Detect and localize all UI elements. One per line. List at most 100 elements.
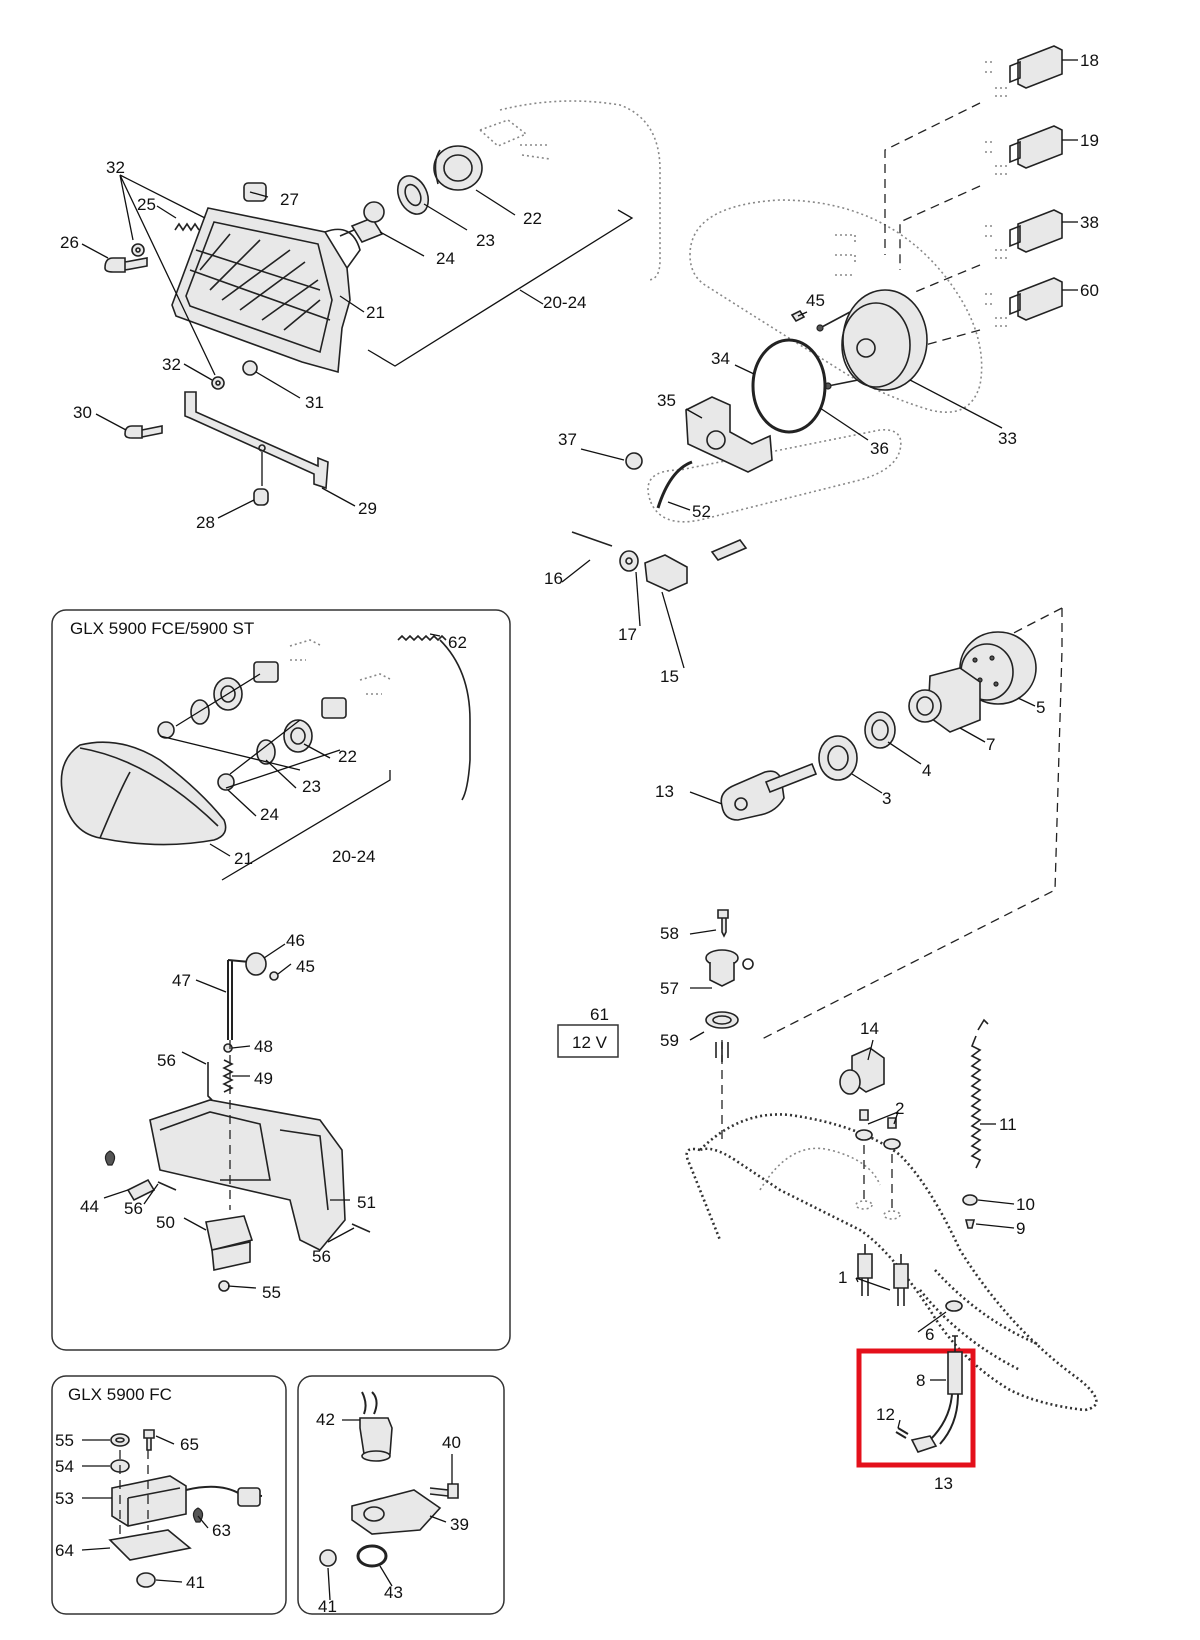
nut-4: [864, 711, 896, 749]
gauge-group: [571, 45, 1063, 592]
adjuster-50: [205, 1215, 254, 1251]
label-23: 23: [476, 231, 495, 250]
label-26: 26: [60, 233, 79, 252]
label-12: 12: [876, 1405, 895, 1424]
label-58: 58: [660, 924, 679, 943]
ignition-switch-7: [908, 667, 981, 733]
right-small-leaders: [327, 1419, 453, 1601]
label-62: 62: [448, 633, 467, 652]
label-35: 35: [657, 391, 676, 410]
label-13: 13: [934, 1474, 953, 1493]
label-24: 24: [436, 249, 455, 268]
label-37: 37: [558, 430, 577, 449]
pin-16: [571, 531, 613, 547]
label-41: 41: [318, 1597, 337, 1616]
headlight-group: [104, 100, 661, 506]
fce-leaders: [103, 633, 441, 1289]
connectors-1: [857, 1244, 909, 1306]
label-24: 24: [260, 805, 279, 824]
label-13: 13: [655, 782, 674, 801]
adjuster-spring-25: [174, 222, 200, 232]
label-14: 14: [860, 1019, 879, 1038]
clip-27: [243, 182, 267, 202]
switch-19: [985, 125, 1063, 175]
bezel-3: [818, 735, 858, 781]
rubber-cap-22: [433, 145, 483, 191]
bracket-line-20-24: [367, 209, 634, 367]
label-22: 22: [523, 209, 542, 228]
label-21: 21: [366, 303, 385, 322]
nut-41: [136, 1572, 156, 1588]
label-41: 41: [186, 1573, 205, 1592]
fuse-holder-8: [947, 1351, 963, 1395]
fc-leaders: [81, 1435, 209, 1583]
label-19: 19: [1080, 131, 1099, 150]
bracket-39: [351, 1489, 442, 1535]
bracket-35: [685, 396, 773, 473]
label-50: 50: [156, 1213, 175, 1232]
label-49: 49: [254, 1069, 273, 1088]
label-11: 11: [999, 1115, 1017, 1134]
panel-title: GLX 5900 FC: [68, 1385, 172, 1404]
label-9: 9: [1016, 1219, 1025, 1238]
washer-17: [619, 550, 639, 572]
connector-13: [910, 1435, 938, 1453]
retaining-ring-23: [396, 175, 430, 215]
label-45: 45: [806, 291, 825, 310]
label-61: 61: [590, 1005, 609, 1024]
screw-65: [143, 1429, 155, 1451]
label-20-24: 20-24: [332, 847, 375, 866]
highlight-box: [856, 1348, 976, 1468]
relay-42: [359, 1417, 393, 1455]
headlight-housing-51: [149, 1099, 346, 1251]
badge-12v-text: 12 V: [572, 1033, 608, 1052]
switch-60: [985, 277, 1063, 327]
fuse-12: [895, 1427, 909, 1439]
label-52: 52: [692, 502, 711, 521]
label-47: 47: [172, 971, 191, 990]
label-57: 57: [660, 979, 679, 998]
label-55: 55: [55, 1431, 74, 1450]
fce-labels: 62 22 23 24 21 20-24 46 45 47 48 56 49 4…: [80, 633, 467, 1302]
badge-12v: [557, 1024, 619, 1058]
console-group: 12 V: [557, 909, 1098, 1412]
key-13: [720, 762, 818, 821]
label-29: 29: [358, 499, 377, 518]
gasket-34: [751, 338, 827, 434]
label-43: 43: [384, 1583, 403, 1602]
label-36: 36: [870, 439, 889, 458]
headlight-labels: 32 27 25 26 21 24 23 22 20-24 32 31 30 2…: [60, 158, 586, 532]
nut-45: [269, 971, 279, 981]
headlight-leaders: [81, 174, 544, 519]
washer-59: [705, 1011, 739, 1029]
label-28: 28: [196, 513, 215, 532]
highlighted-callout: [856, 1335, 976, 1468]
nut-41: [319, 1549, 337, 1567]
label-53: 53: [55, 1489, 74, 1508]
fitting-15: [644, 554, 688, 592]
label-22: 22: [338, 747, 357, 766]
buzzer-14: [839, 1047, 885, 1095]
ignition-leaders: [689, 697, 1036, 805]
label-51: 51: [357, 1193, 376, 1212]
panel-glx-fc: GLX 5900 FC: [51, 1375, 287, 1615]
label-56: 56: [312, 1247, 331, 1266]
label-21: 21: [234, 849, 253, 868]
label-56: 56: [124, 1199, 143, 1218]
label-54: 54: [55, 1457, 74, 1476]
label-55: 55: [262, 1283, 281, 1302]
label-23: 23: [302, 777, 321, 796]
label-31: 31: [305, 393, 324, 412]
screw-30: [124, 425, 163, 439]
label-48: 48: [254, 1037, 273, 1056]
label-59: 59: [660, 1031, 679, 1050]
socket-57: [705, 949, 754, 987]
label-7: 7: [986, 735, 995, 754]
screw-58: [717, 909, 729, 938]
label-3: 3: [882, 789, 891, 808]
regulator-53: [111, 1475, 187, 1527]
mounting-bracket-29: [184, 391, 329, 490]
nut-37: [625, 452, 643, 470]
switch-18: [985, 45, 1063, 97]
